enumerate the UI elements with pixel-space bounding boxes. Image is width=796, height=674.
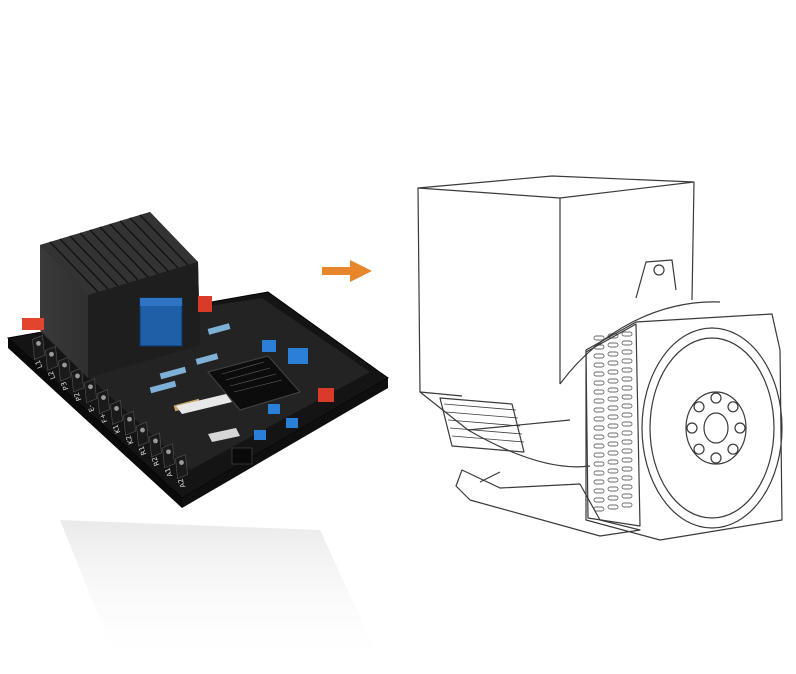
- blue-capacitor-top: [140, 298, 182, 306]
- red-fuse: [22, 318, 44, 330]
- red-component: [318, 388, 334, 402]
- terminal-label: A2: [176, 477, 187, 489]
- terminal-label: L2: [47, 370, 58, 381]
- terminal: E-: [84, 378, 97, 413]
- blue-trimmer: [262, 340, 276, 352]
- board-base-side: [182, 378, 388, 508]
- terminal-label: F+: [98, 412, 109, 424]
- terminal-label: P3: [60, 380, 71, 391]
- terminal: A2: [175, 454, 188, 489]
- terminal: P3: [58, 356, 71, 391]
- arrow-head: [350, 260, 372, 282]
- blue-trimmer: [268, 404, 280, 414]
- ic-chip: [207, 355, 301, 411]
- board-base-front: [8, 338, 182, 508]
- terminal: R2: [149, 432, 162, 468]
- terminal: P2: [71, 367, 84, 402]
- direction-arrow: [322, 260, 372, 282]
- terminal-label: E-: [86, 403, 96, 413]
- board-label: [176, 394, 232, 414]
- terminal-label: K1: [112, 423, 123, 434]
- terminal: L1: [32, 334, 45, 370]
- terminal: A1: [162, 443, 175, 478]
- board-label: [208, 428, 240, 442]
- generator-drawing: [417, 175, 783, 541]
- blue-trimmer: [288, 348, 308, 364]
- terminal: F+: [97, 389, 110, 424]
- blue-trimmer: [286, 418, 298, 428]
- terminal: K1: [110, 399, 123, 435]
- terminal-label: L1: [34, 359, 45, 370]
- board-reflection: [60, 520, 380, 670]
- terminal: R1: [136, 421, 149, 457]
- red-component: [198, 296, 212, 312]
- terminal-label: K2: [125, 434, 136, 445]
- terminal-label: R2: [150, 456, 161, 468]
- terminal-label: A1: [163, 466, 174, 478]
- blue-trimmer: [254, 430, 266, 440]
- terminal: K2: [123, 410, 136, 445]
- arrow-shaft: [322, 267, 352, 275]
- terminal-label: P2: [73, 391, 84, 402]
- terminal-label: R1: [137, 445, 148, 457]
- terminal: L2: [45, 345, 58, 381]
- diode-bridge: [231, 447, 253, 465]
